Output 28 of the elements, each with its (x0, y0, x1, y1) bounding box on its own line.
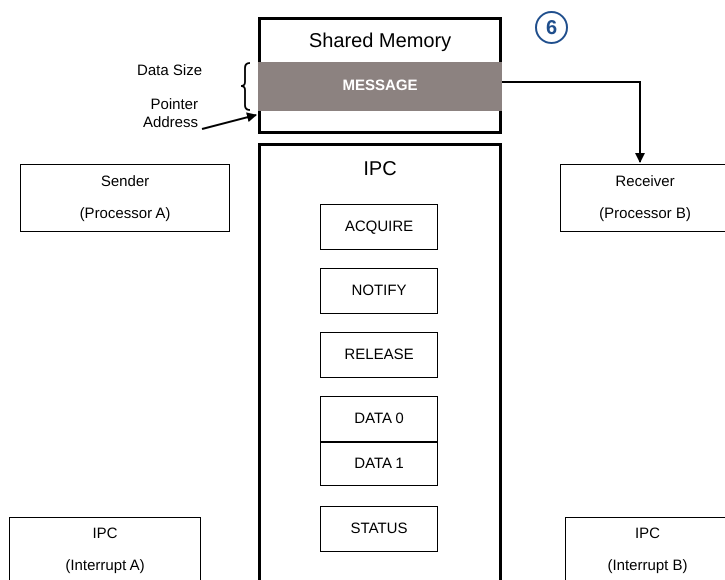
box-label: IPC (634, 524, 660, 544)
box-title: IPC (363, 158, 397, 180)
box-label: Sender (100, 172, 150, 192)
box-label: (Processor A) (80, 204, 170, 224)
callout-label: Pointer Address (142, 96, 198, 132)
process-box: RELEASE (320, 332, 438, 378)
box-label: (Processor B) (599, 204, 691, 224)
container-box (258, 143, 502, 580)
process-box: NOTIFY (320, 268, 438, 314)
process-box: DATA 0 (320, 396, 438, 442)
box-label: (Interrupt B) (607, 556, 688, 576)
box-label: (Interrupt A) (65, 556, 145, 576)
arrow (202, 112, 257, 130)
process-box (20, 164, 230, 232)
dimension-label: Data Size (137, 62, 202, 80)
process-box (560, 164, 725, 232)
box-label: IPC (92, 524, 118, 544)
process-box (9, 517, 201, 580)
box-label: Receiver (615, 172, 675, 192)
container-box (258, 17, 502, 134)
process-box: ACQUIRE (320, 204, 438, 250)
process-box (565, 517, 725, 580)
process-box: DATA 1 (320, 442, 438, 486)
box-title: Shared Memory (308, 30, 452, 52)
arrow (502, 81, 645, 163)
step-number-badge: 6 (535, 11, 568, 44)
process-box: STATUS (320, 506, 438, 552)
message-bar: MESSAGE (258, 62, 502, 111)
